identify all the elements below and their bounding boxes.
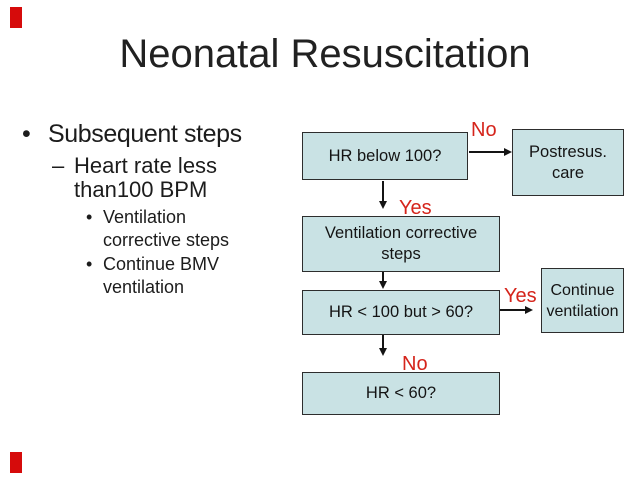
label-yes-1: Yes <box>399 197 432 219</box>
outline-item-heart-rate: – Heart rate less than100 BPM <box>52 154 217 202</box>
flow-box-hr-100-60: HR < 100 but > 60? <box>302 290 500 335</box>
label-yes-2: Yes <box>504 285 537 307</box>
bullet-icon: • <box>86 207 93 227</box>
label-no-2: No <box>402 353 428 375</box>
flow-box-hr-60: HR < 60? <box>302 372 500 415</box>
label-no-1: No <box>471 119 497 141</box>
outline-item-3a-label: Ventilation corrective steps <box>103 207 230 250</box>
arrow-line-down-2 <box>382 272 384 281</box>
flow-box-continue-ventilation: Continue ventilation <box>541 268 624 333</box>
arrow-head-no-1 <box>504 147 512 156</box>
arrow-head-no-2 <box>378 348 387 356</box>
outline-item-2-label: Heart rate less than100 BPM <box>74 153 218 202</box>
red-accent-bar-bottom <box>10 452 22 473</box>
slide-title: Neonatal Resuscitation <box>119 32 531 76</box>
outline-item-subsequent-steps: • Subsequent steps <box>22 119 242 149</box>
arrow-head-down-2 <box>378 281 387 289</box>
outline-item-continue-bmv: • Continue BMV ventilation <box>86 253 219 299</box>
red-accent-bar-top <box>10 7 22 28</box>
arrow-line-yes-1 <box>382 181 384 201</box>
flow-box-hr-below-100: HR below 100? <box>302 132 468 180</box>
bullet-icon: • <box>86 254 93 274</box>
flow-box-postresus-care: Postresus. care <box>512 129 624 196</box>
dash-bullet-icon: – <box>52 153 65 178</box>
arrow-line-yes-2 <box>500 309 526 311</box>
flow-box-ventilation-corrective: Ventilation corrective steps <box>302 216 500 272</box>
arrow-head-yes-1 <box>378 201 387 209</box>
arrow-line-no-2 <box>382 335 384 348</box>
outline-item-ventilation-corrective: • Ventilation corrective steps <box>86 206 229 252</box>
bullet-icon: • <box>22 120 31 148</box>
outline-item-3b-label: Continue BMV ventilation <box>103 254 220 297</box>
outline-item-1-label: Subsequent steps <box>48 120 242 148</box>
arrow-line-no-1 <box>469 151 505 153</box>
arrow-head-yes-2 <box>525 305 533 314</box>
